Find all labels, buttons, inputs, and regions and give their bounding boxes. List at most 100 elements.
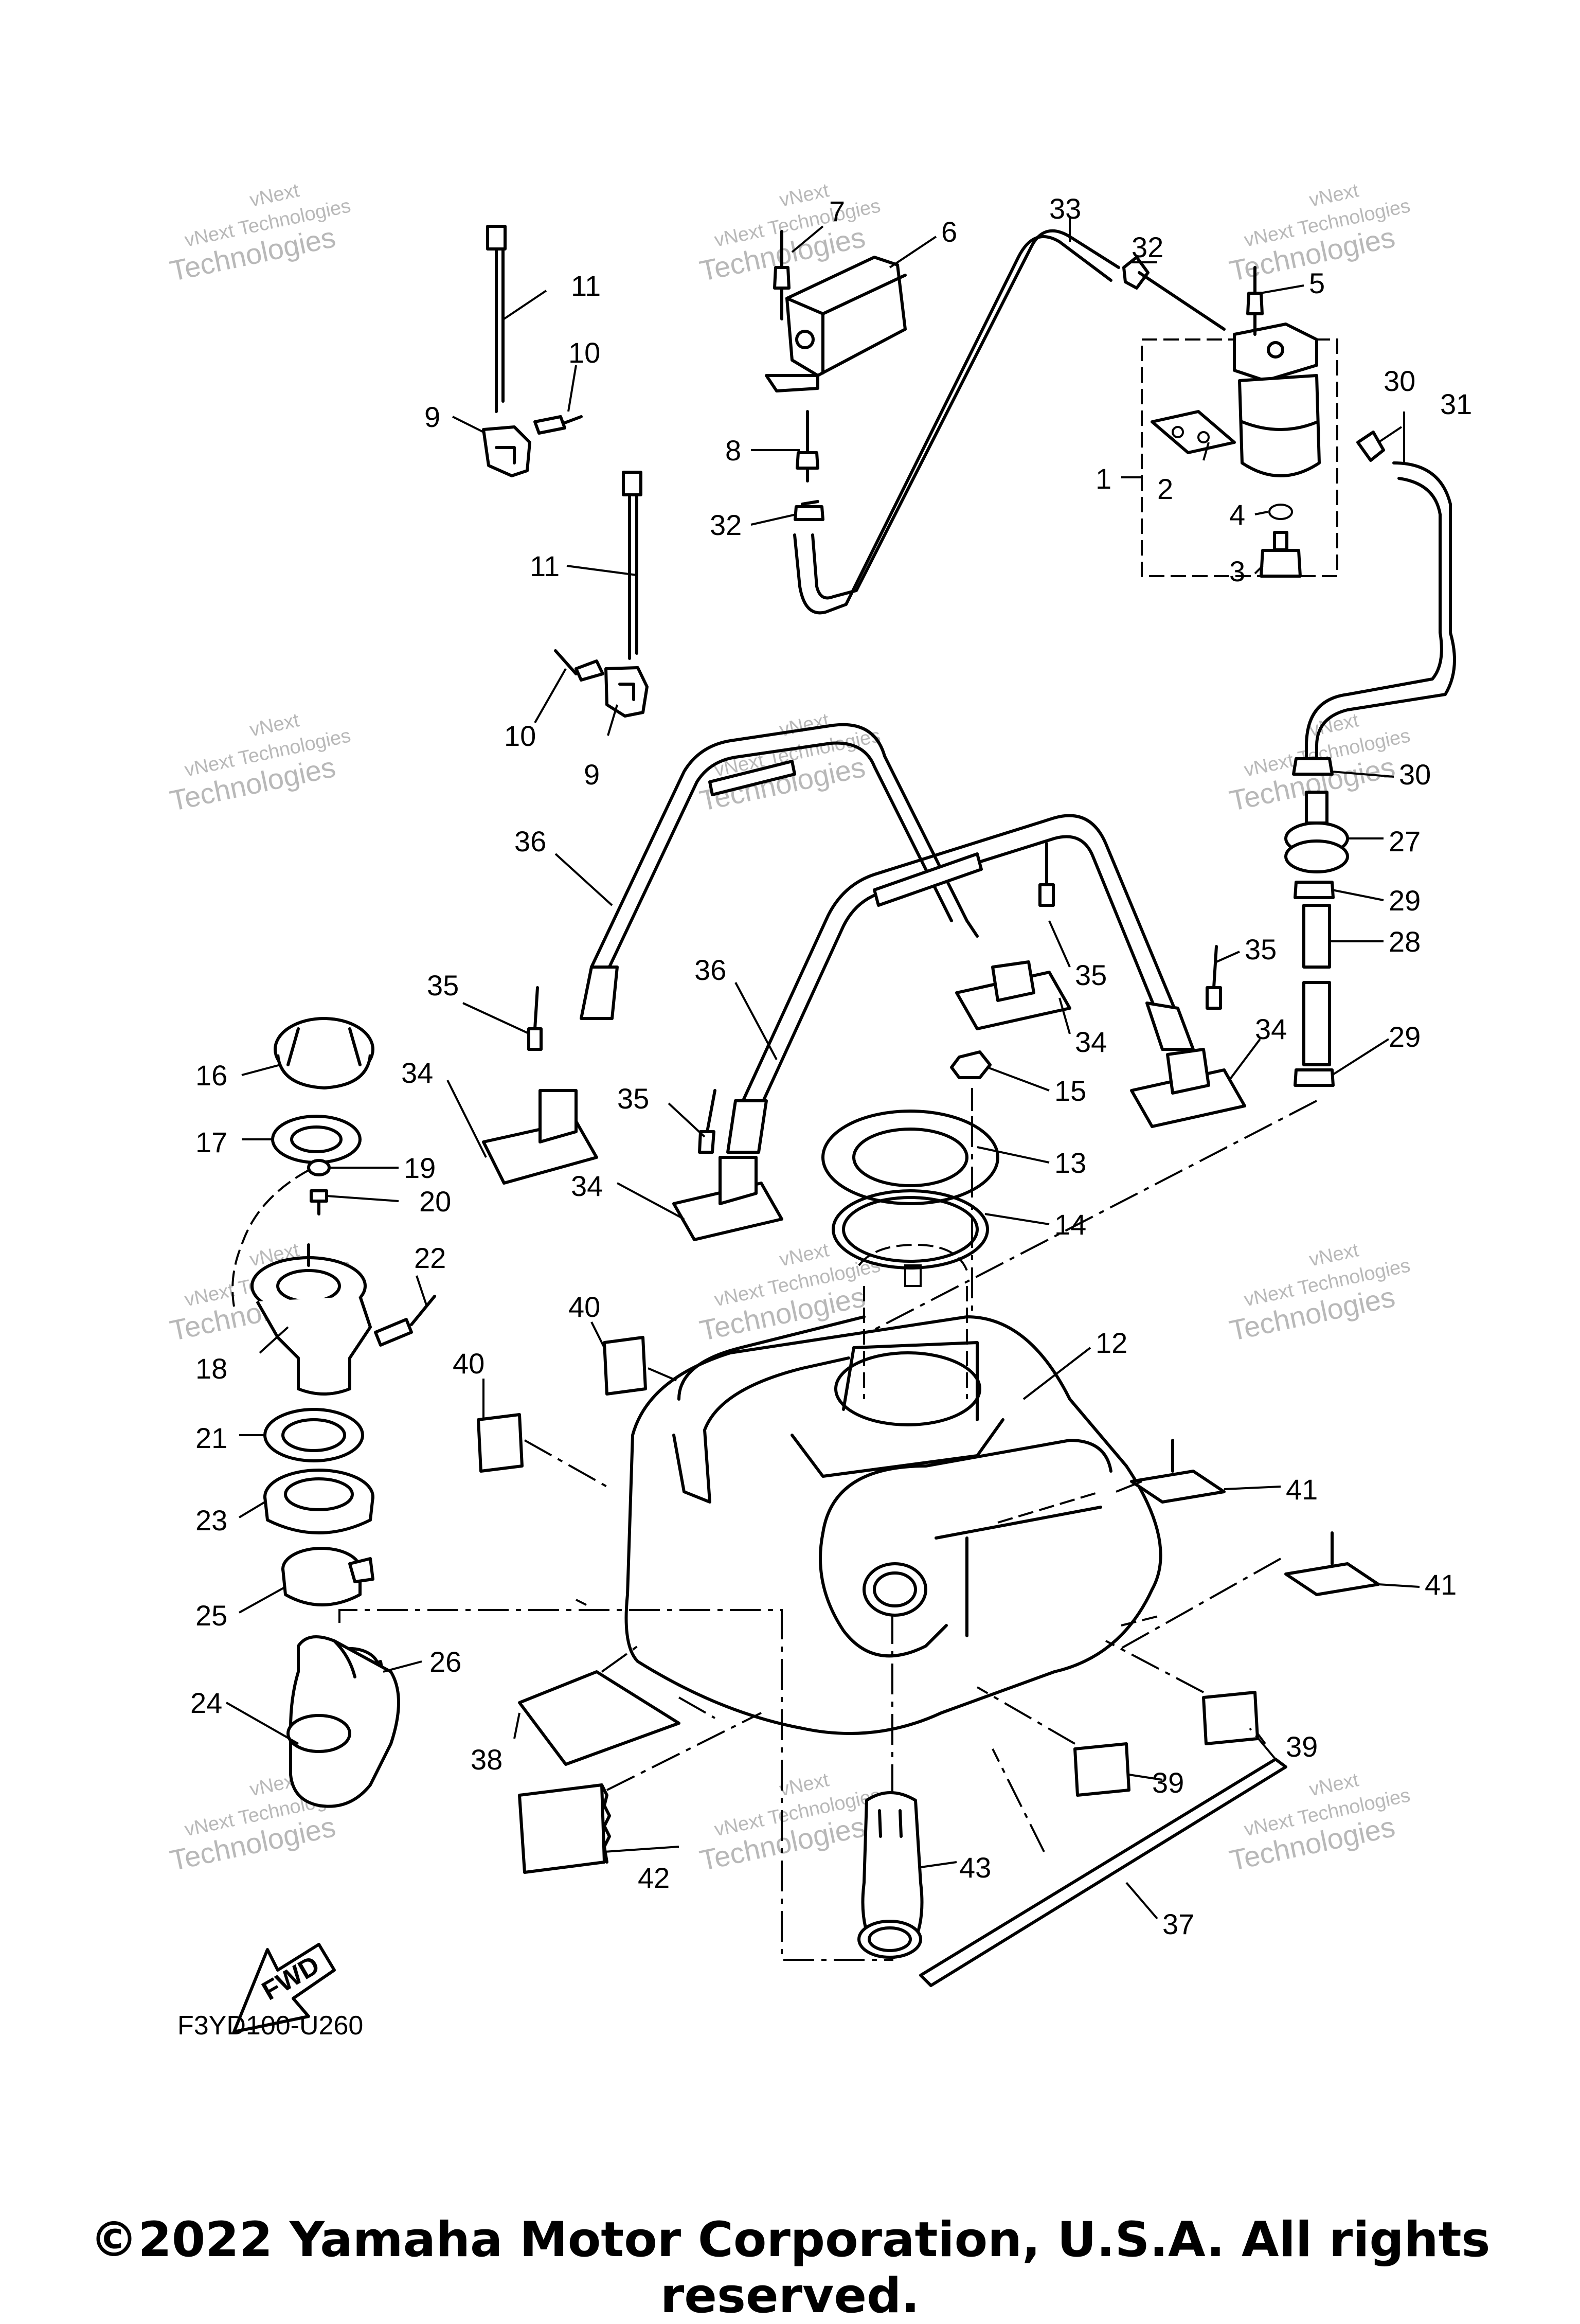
callout-3: 3 <box>1229 555 1245 587</box>
callout-28: 28 <box>1389 925 1421 958</box>
callout-40: 40 <box>453 1347 484 1380</box>
callout-5: 5 <box>1309 267 1325 299</box>
callout-35: 35 <box>617 1082 649 1115</box>
callout-27: 27 <box>1389 825 1421 857</box>
callout-35: 35 <box>1245 933 1277 966</box>
clamp-upper <box>482 425 531 477</box>
callout-6: 6 <box>941 216 957 248</box>
callout-20: 20 <box>419 1185 451 1218</box>
washer-19 <box>307 1159 331 1176</box>
clip-30-lower <box>1292 757 1334 776</box>
hose-28 <box>1302 904 1331 1066</box>
bracket-34-left <box>482 1089 598 1185</box>
clip-29-upper <box>1294 881 1335 899</box>
rivet-upper <box>533 415 583 435</box>
callout-37: 37 <box>1162 1908 1194 1940</box>
pad-42 <box>518 1712 762 1874</box>
drain-plug-3 <box>1260 531 1302 578</box>
nut-15 <box>950 1050 992 1079</box>
pad-40-a <box>603 1336 685 1396</box>
screw-7 <box>773 230 791 320</box>
screw-35-center <box>698 1089 716 1154</box>
callout-40: 40 <box>568 1291 600 1323</box>
bracket-34-center <box>672 1156 783 1241</box>
cap-16 <box>274 1017 374 1089</box>
filter-head <box>1233 323 1318 382</box>
callout-8: 8 <box>725 434 741 467</box>
callout-33: 33 <box>1049 192 1081 225</box>
filler-neck-18 <box>250 1243 372 1396</box>
callout-9: 9 <box>584 758 600 791</box>
watermark: vNext vNext Technologies Technologies <box>697 709 883 817</box>
chain <box>231 1169 309 1307</box>
pad-39-a <box>976 1686 1130 1797</box>
clip-30-upper <box>1356 431 1385 462</box>
callout-7: 7 <box>829 195 845 227</box>
gasket-21 <box>263 1408 364 1462</box>
rivet-lower <box>554 649 604 682</box>
callout-22: 22 <box>414 1242 446 1274</box>
callout-11: 11 <box>571 270 601 302</box>
bracket-2 <box>1151 410 1236 454</box>
callout-43: 43 <box>959 1851 991 1884</box>
callout-34: 34 <box>571 1170 603 1202</box>
screw-35-right-lower <box>1206 945 1222 1010</box>
screw-35-left <box>527 986 543 1051</box>
pad-38 <box>518 1645 715 1766</box>
gasket-14 <box>832 1189 989 1270</box>
hose-24 <box>286 1635 400 1808</box>
strap-36-rear <box>580 723 979 1020</box>
fuel-sender-unit <box>842 1243 979 1421</box>
callout-labels: 1 2 3 4 5 6 7 8 9 9 10 10 11 11 12 13 14… <box>190 192 1472 1940</box>
filter-bowl <box>1238 374 1321 477</box>
callout-23: 23 <box>195 1504 227 1536</box>
callout-19: 19 <box>404 1152 436 1184</box>
clamp-lower <box>604 666 649 718</box>
callout-32: 32 <box>710 509 742 541</box>
clip-32-upper <box>1122 256 1150 290</box>
hose-33 <box>793 229 1120 615</box>
clip-29-lower <box>1294 1068 1335 1087</box>
bracket-34-right-upper <box>955 960 1071 1030</box>
ring-13 <box>821 1110 999 1205</box>
watermark: vNext vNext Technologies Technologies <box>697 1239 883 1347</box>
pad-37 <box>919 1727 1287 1987</box>
callout-41: 41 <box>1286 1473 1318 1506</box>
callout-36: 36 <box>514 825 546 857</box>
screw-5 <box>1246 266 1264 336</box>
callout-34: 34 <box>401 1057 433 1089</box>
callout-2: 2 <box>1157 473 1173 505</box>
callout-16: 16 <box>195 1059 227 1092</box>
callout-38: 38 <box>471 1743 502 1776</box>
bracket-6 <box>765 256 907 392</box>
nut-23 <box>263 1469 374 1534</box>
callout-30: 30 <box>1384 365 1415 397</box>
clamp-25 <box>281 1547 374 1606</box>
callout-11: 11 <box>530 550 560 582</box>
watermark: vNext vNext Technologies Technologies <box>697 1769 883 1876</box>
callout-29: 29 <box>1389 1021 1421 1053</box>
strap-36-front <box>726 814 1195 1154</box>
callout-14: 14 <box>1054 1208 1086 1241</box>
callout-35: 35 <box>1075 959 1107 991</box>
callout-25: 25 <box>195 1599 227 1632</box>
pad-40-b <box>477 1413 607 1488</box>
screw-35-right-upper <box>1038 842 1055 907</box>
callout-18: 18 <box>195 1352 227 1385</box>
fuel-filter-assy-1 <box>1138 271 1338 578</box>
callout-15: 15 <box>1054 1075 1086 1107</box>
pad-41-a <box>1116 1439 1281 1504</box>
screw-20 <box>310 1189 328 1215</box>
cable-tie-upper <box>486 225 507 413</box>
callout-10: 10 <box>504 720 536 752</box>
callout-42: 42 <box>638 1862 670 1894</box>
pad-39-b <box>1105 1640 1259 1745</box>
rivet-22 <box>374 1295 436 1347</box>
callout-41: 41 <box>1425 1568 1457 1601</box>
callout-24: 24 <box>190 1687 222 1719</box>
cable-tie-lower <box>622 471 642 660</box>
hose-31 <box>1305 461 1456 763</box>
bracket-34-right-lower <box>1130 1048 1246 1128</box>
callout-10: 10 <box>568 336 600 369</box>
